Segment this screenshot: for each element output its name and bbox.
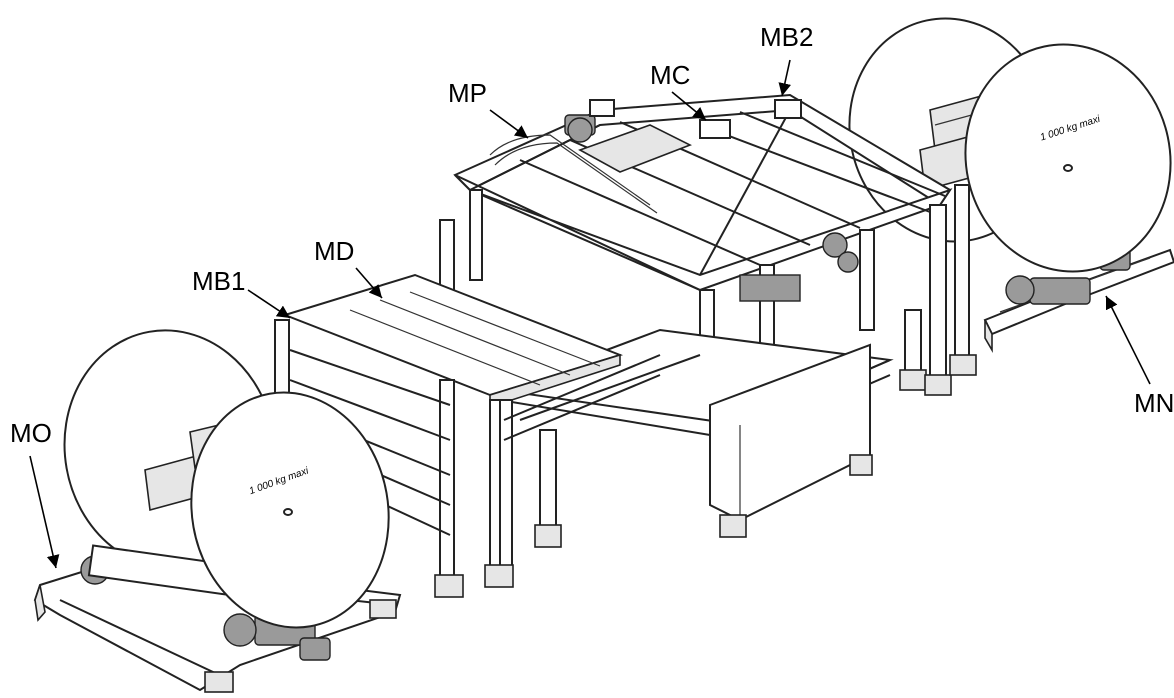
left-reel-unit: 1 000 kg maxi — [33, 329, 402, 693]
label-mo: MO — [10, 418, 52, 448]
front-table — [274, 273, 661, 598]
left-reel-hub — [283, 508, 293, 516]
label-mc: MC — [650, 60, 691, 90]
callout-arrows — [29, 59, 1151, 569]
arrow-mb1 — [247, 289, 291, 319]
right-reel-front-disc — [964, 43, 1172, 273]
right-reel-hub — [1063, 164, 1073, 172]
arrow-mo — [29, 455, 60, 569]
arrow-mn — [1105, 295, 1151, 385]
right-reel-unit: 1 000 kg maxi — [848, 17, 1174, 353]
control-cabinet — [709, 343, 871, 522]
arrow-mb2 — [778, 59, 792, 97]
label-mp: MP — [448, 78, 487, 108]
arrow-mp — [489, 109, 529, 139]
arrow-md — [355, 267, 383, 299]
label-mn: MN — [1134, 388, 1174, 418]
label-md: MD — [314, 236, 355, 266]
arrow-mc — [671, 91, 707, 121]
label-mb2: MB2 — [760, 22, 814, 52]
label-mb1: MB1 — [192, 266, 246, 296]
